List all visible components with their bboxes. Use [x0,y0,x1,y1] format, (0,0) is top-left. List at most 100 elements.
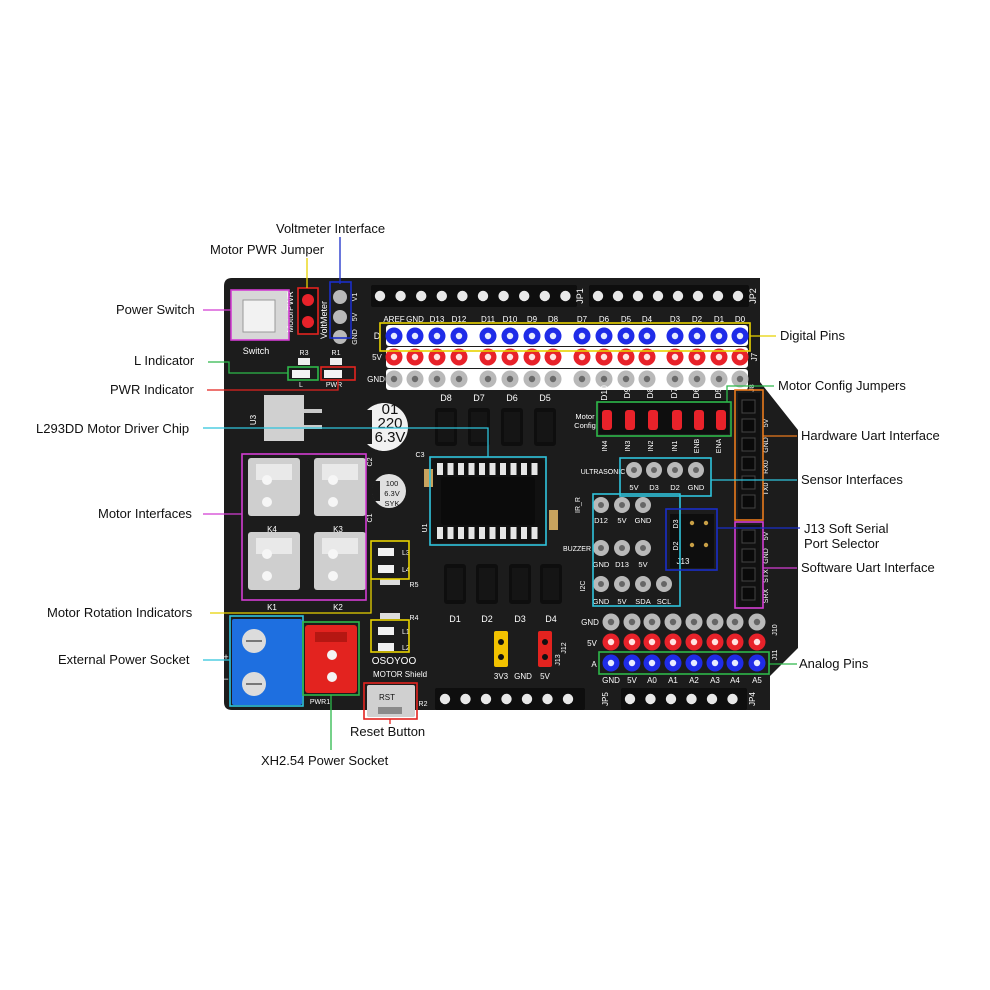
uart-sw-socket [741,529,756,544]
pin-hole [506,332,514,340]
leader-pwr-indicator [207,380,339,391]
pin-hole [711,659,719,667]
motor-config-jumper [672,410,682,430]
pin-hole [628,659,636,667]
mc-top-label: D8 [645,387,655,398]
header-pin [612,290,624,302]
pin-hole [693,353,701,361]
frame-motorpwr [297,287,319,335]
pin-hole [607,638,615,646]
motor-label: K4 [267,525,277,534]
power-switch-button [242,299,276,333]
uart-sw-socket [741,586,756,601]
uart-hw-pin-label: GND [763,437,770,453]
header-pin [645,693,656,705]
callout-digital-pins: Digital Pins [780,328,846,343]
voltmeter-pin-label: V1 [352,293,359,302]
pin-hole [661,581,667,587]
uart-hw-socket [741,437,756,452]
jp1-label: JP1 [575,288,585,304]
reset-button-actuator [378,707,402,714]
chip-label: U1 [422,523,429,532]
pin-hole [753,618,761,626]
ir-pin-label: 5V [617,516,626,525]
header-pin [632,290,644,302]
chip-pin [468,463,475,475]
uart-hw-pin-label: RX0 [763,460,770,474]
pin-hole [484,353,492,361]
pin-hole [731,638,739,646]
pin-hole [484,375,492,383]
digital-label: D5 [621,315,632,324]
diode-top-label: D6 [506,393,518,403]
callout-motor-rotation-indicators: Motor Rotation Indicators [47,605,193,620]
diode-bottom-label: D2 [481,614,493,624]
capacitor-big-text: 6.3V [375,429,406,446]
r3-label: R3 [300,350,309,357]
motor-config-jumper [602,410,612,430]
u3-label: U3 [249,414,258,425]
pin-hole [671,353,679,361]
chip-pin [458,527,464,539]
pin-hole [528,353,536,361]
coil-l3 [378,548,394,556]
pin-hole [411,353,419,361]
pin-hole [671,375,679,383]
ir-pin-label: D12 [594,516,608,525]
pin-hole [731,618,739,626]
motor-connector-latch [256,464,292,480]
j13-name-small: J13 [555,654,562,665]
frame-sw-uart [734,521,764,609]
frame-ultrasonic [619,457,712,497]
motor-label: K1 [267,603,277,612]
leader-motor-config [726,385,774,402]
header-pin [592,290,604,302]
mc-top-label: D7 [669,387,679,398]
minus-sign: − [223,674,228,684]
mc-bottom-label: IN2 [648,440,655,451]
pin-hole [433,353,441,361]
analog-row-a: A [591,660,597,669]
resistor-r1 [330,358,342,365]
digital-label: D11 [481,315,496,324]
pin-hole [506,353,514,361]
j12-label: 3V3 [494,672,509,681]
header-jp4 [621,688,747,710]
pin-hole [693,332,701,340]
digital-label: D9 [527,315,538,324]
analog-label: A5 [752,676,762,685]
uart-sw-socket [741,548,756,563]
voltmeter-pin-label: 5V [352,312,359,321]
chip-pin [521,463,527,475]
j13-pin [689,520,695,526]
motorpwr-pin [302,294,314,306]
j12-pin [542,654,548,660]
analog-label: 5V [627,676,637,685]
frame-rotation-bottom [370,619,410,653]
header-pin [521,693,533,705]
header-pin [460,693,471,705]
header-pin [539,290,550,302]
j13-pin [703,520,709,526]
i2c-pin-label: SDA [635,597,650,606]
uart-hw-socket [741,456,756,471]
pin-hole [506,375,514,383]
regulator-u3 [264,395,304,441]
chip-pin [489,463,496,475]
j12-label: GND [514,672,532,681]
header-pin [712,290,724,302]
pin-hole [455,332,463,340]
chip-pin [437,527,443,539]
rst-label: RST [379,693,395,702]
chip-body [441,477,535,525]
capacitor-big-text: 01 [382,401,399,418]
ultrasonic-pin-label: GND [688,483,705,492]
digital-label: D2 [692,315,703,324]
r2-label: R2 [419,701,428,708]
chip-pin [531,527,538,539]
pin-hole [528,375,536,383]
j12-pin [542,639,548,645]
resistor-r4 [380,613,400,619]
callout-analog-pins: Analog Pins [799,656,869,671]
callout-reset-button: Reset Button [350,724,426,739]
